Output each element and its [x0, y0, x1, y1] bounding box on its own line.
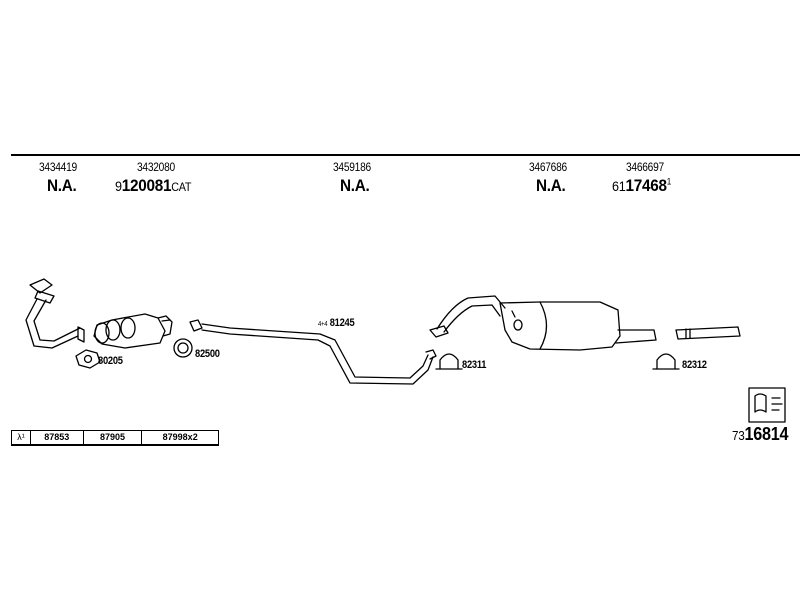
part-number-2: 3432080	[137, 160, 175, 174]
middle-pipe	[189, 319, 437, 385]
label-ring: 82500	[195, 348, 220, 360]
tail-pipe	[675, 326, 741, 340]
part-ref-3: N.A.	[340, 176, 370, 195]
part-ref-5-number: 17468	[625, 176, 667, 195]
part-ref-2-suffix: CAT	[171, 180, 192, 194]
label-pipe-prefix: 4+4	[318, 321, 328, 328]
part-ref-1: N.A.	[47, 176, 77, 195]
lambda-symbol: λ¹	[11, 431, 30, 444]
rear-silencer	[429, 295, 657, 351]
part-ref-5: 61174681	[612, 176, 671, 196]
header-rule	[11, 154, 800, 156]
lambda-table: λ¹ 87853 87905 87998x2	[11, 430, 219, 446]
ring-part	[173, 338, 193, 358]
label-gasket: 80205	[98, 355, 123, 367]
table-cell-2: 87905	[82, 431, 142, 444]
table-cell-1: 87853	[29, 431, 83, 444]
part-ref-2-prefix: 9	[115, 178, 122, 194]
clamp-rear	[652, 353, 680, 370]
reference-main: 16814	[744, 424, 789, 444]
label-pipe-number: 81245	[329, 317, 355, 329]
gasket-part	[75, 349, 101, 369]
part-number-5: 3466697	[626, 160, 664, 174]
part-ref-2: 9120081CAT	[115, 176, 191, 196]
table-cell-3: 87998x2	[141, 431, 219, 444]
catalytic-converter	[93, 313, 173, 349]
part-number-4: 3467686	[529, 160, 567, 174]
part-ref-5-prefix: 61	[612, 178, 626, 194]
part-ref-5-sup: 1	[666, 176, 672, 187]
reference-number: 7316814	[732, 424, 788, 445]
clamp-mid	[435, 353, 463, 370]
part-ref-4: N.A.	[536, 176, 566, 195]
part-number-3: 3459186	[333, 160, 371, 174]
front-downpipe	[25, 278, 85, 349]
label-clamp-mid: 82311	[462, 359, 487, 371]
label-clamp-rear: 82312	[682, 359, 707, 371]
part-number-1: 3434419	[39, 160, 77, 174]
reference-prefix: 73	[732, 428, 745, 443]
label-pipe: 4+4 81245	[318, 317, 355, 329]
part-ref-2-number: 120081	[121, 176, 172, 195]
reference-book-icon	[748, 387, 786, 423]
